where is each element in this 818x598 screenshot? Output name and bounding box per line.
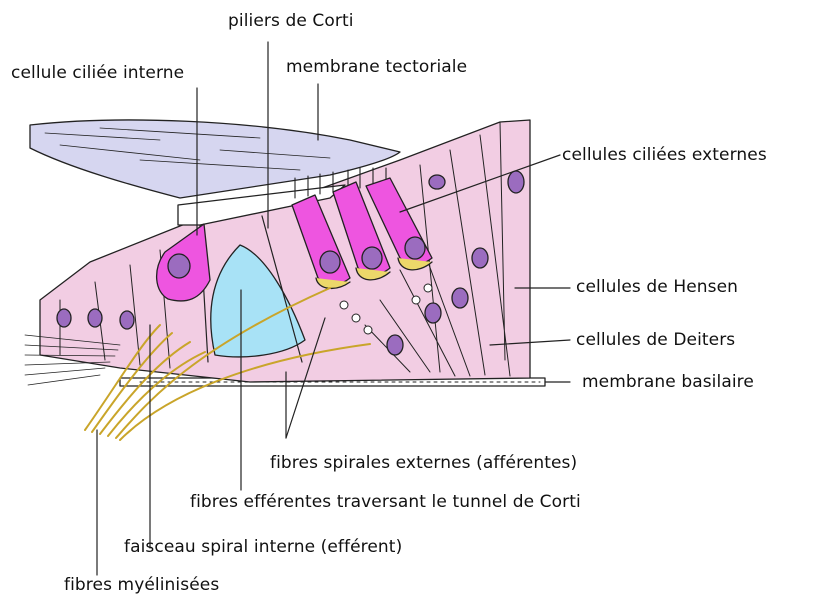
label-cellules-de-hensen: cellules de Hensen (576, 277, 738, 297)
support-nucleus (472, 248, 488, 268)
label-faisceau-spiral-interne: faisceau spiral interne (efférent) (124, 537, 402, 557)
label-cellule-ciliee-interne: cellule ciliée interne (11, 63, 184, 83)
inner-hair-cell-nucleus (168, 254, 190, 278)
support-nucleus (508, 171, 524, 193)
support-nucleus (88, 309, 102, 327)
support-nucleus (387, 335, 403, 355)
label-membrane-basilaire: membrane basilaire (582, 372, 754, 392)
support-nucleus (452, 288, 468, 308)
support-nucleus (425, 303, 441, 323)
label-fibres-myelinisees: fibres myélinisées (64, 575, 219, 595)
label-fibres-efferentes: fibres efférentes traversant le tunnel d… (190, 492, 581, 512)
support-nucleus (429, 175, 445, 189)
label-cellules-ciliees-externes: cellules ciliées externes (562, 145, 767, 165)
support-nucleus (120, 311, 134, 329)
label-fibres-spirales-externes: fibres spirales externes (afférentes) (270, 453, 577, 473)
label-cellules-de-deiters: cellules de Deiters (576, 330, 735, 350)
label-piliers-de-corti: piliers de Corti (228, 11, 354, 31)
label-membrane-tectoriale: membrane tectoriale (286, 57, 467, 77)
support-nucleus (57, 309, 71, 327)
